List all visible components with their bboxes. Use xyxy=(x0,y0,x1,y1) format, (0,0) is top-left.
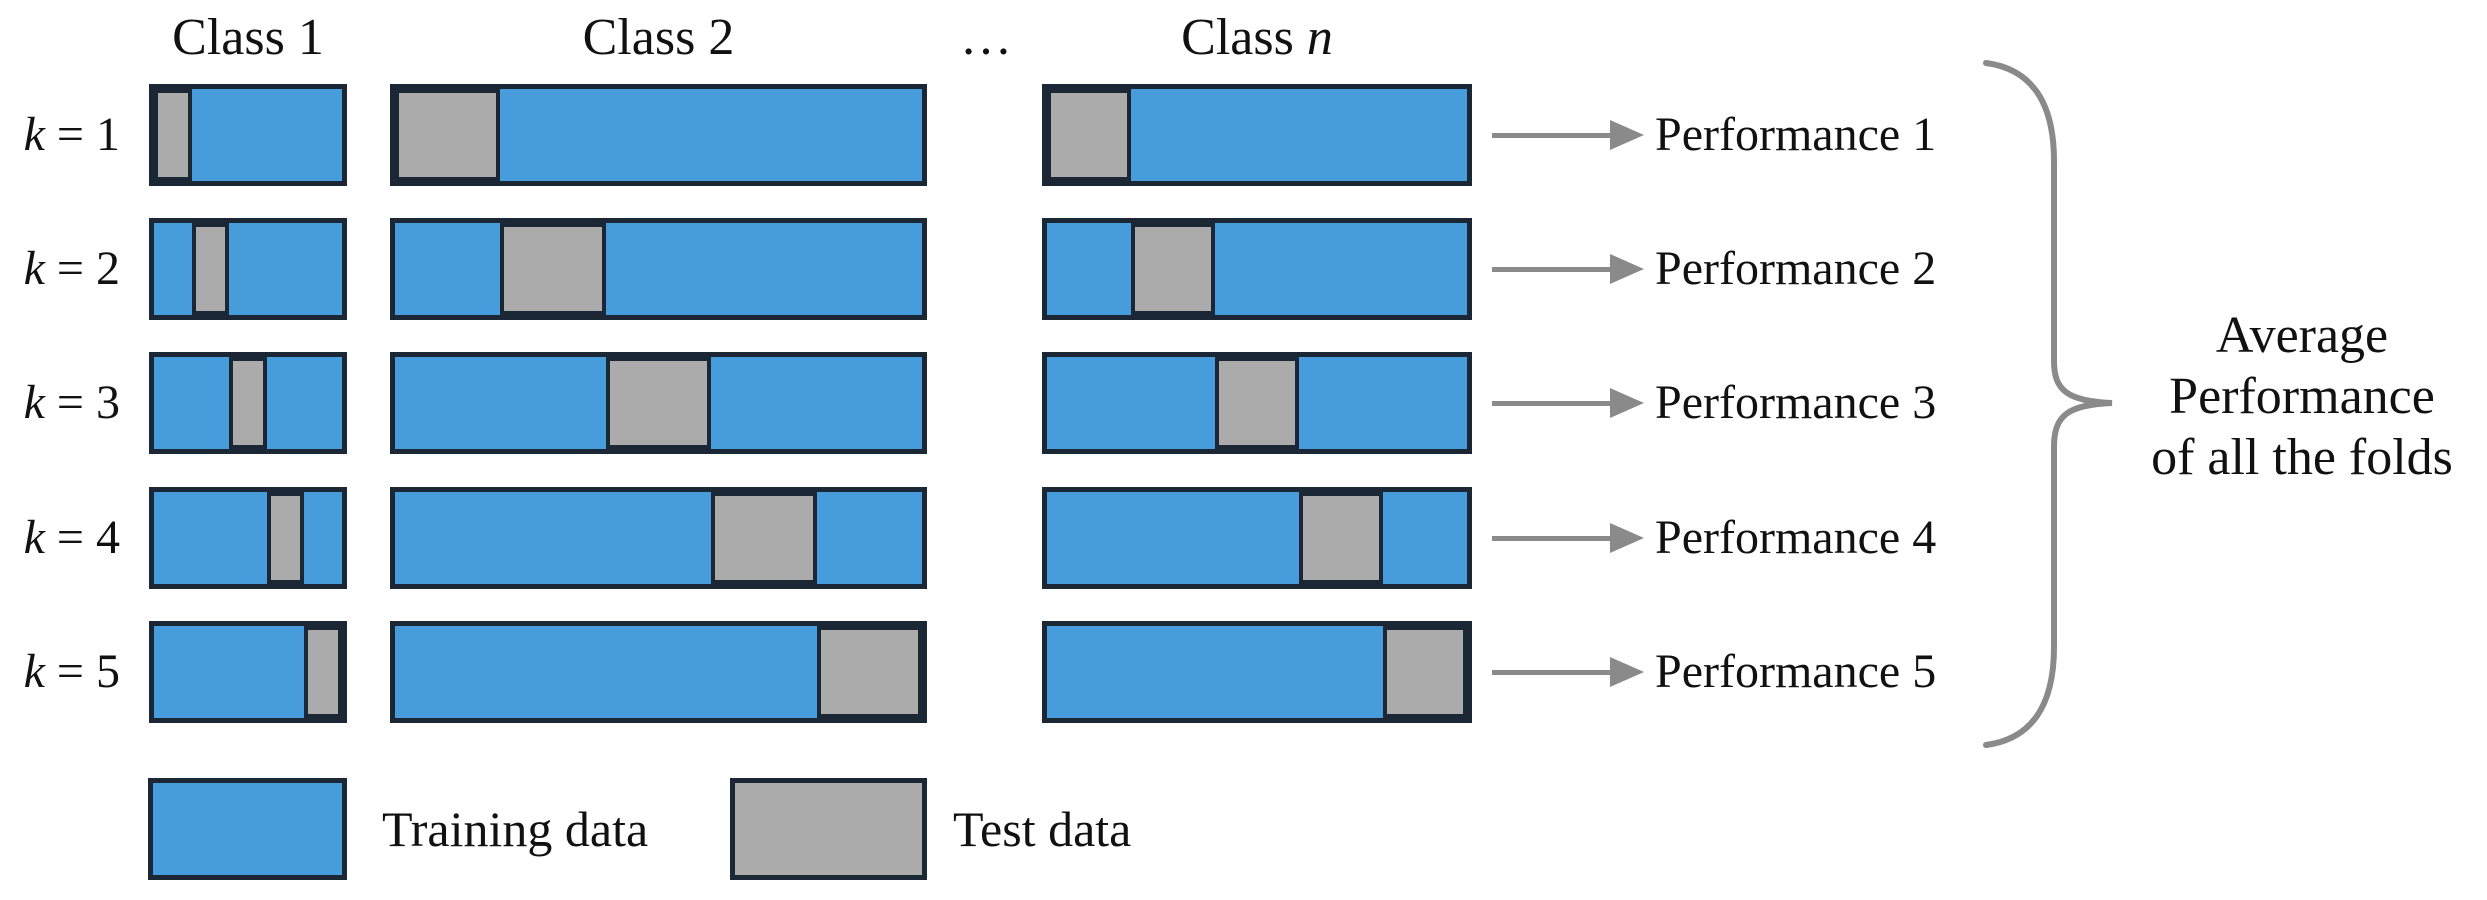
test-fold-segment xyxy=(1215,357,1299,449)
k-symbol: k xyxy=(23,242,45,295)
bar-class-n-row-3 xyxy=(1042,352,1472,454)
fold-row-4: k = 4 Performance 4 xyxy=(0,487,2487,589)
performance-label-5: Performance 5 xyxy=(1655,645,1937,698)
arrow-right-icon xyxy=(1492,657,1644,687)
test-fold-segment xyxy=(154,89,192,181)
fold-row-5: k = 5 Performance 5 xyxy=(0,621,2487,723)
k-label-4: k = 4 xyxy=(0,487,120,589)
performance-label-1: Performance 1 xyxy=(1655,108,1937,161)
arrow-shaft xyxy=(1492,133,1610,138)
test-fold-segment xyxy=(711,492,817,584)
k-label-5: k = 5 xyxy=(0,621,120,723)
test-fold-segment xyxy=(1131,223,1215,315)
arrow-head xyxy=(1610,254,1644,284)
bar-class-1-row-5 xyxy=(149,621,347,723)
test-fold-segment xyxy=(395,89,501,181)
k-symbol: k xyxy=(23,376,45,429)
arrow-right-icon xyxy=(1492,388,1644,418)
column-header-class-2: Class 2 xyxy=(582,9,735,66)
arrow-right-icon xyxy=(1492,120,1644,150)
fold-row-2: k = 2 Performance 2 xyxy=(0,218,2487,320)
arrow-shaft xyxy=(1492,536,1610,541)
test-fold-segment xyxy=(191,223,230,315)
test-fold-segment xyxy=(816,626,922,718)
test-fold-segment xyxy=(605,357,712,449)
fold-row-3: k = 3 Performance 3 xyxy=(0,352,2487,454)
legend-test-swatch xyxy=(730,778,927,880)
bar-class-n-row-1 xyxy=(1042,84,1472,186)
bar-class-n-row-4 xyxy=(1042,487,1472,589)
bar-class-1-row-4 xyxy=(149,487,347,589)
annotation-line-2: Performance xyxy=(2169,368,2435,425)
k-value: = 2 xyxy=(44,242,120,295)
bar-class-1-row-1 xyxy=(149,84,347,186)
arrow-head xyxy=(1610,120,1644,150)
test-fold-segment xyxy=(1299,492,1383,584)
arrow-head xyxy=(1610,523,1644,553)
arrow-right-icon xyxy=(1492,254,1644,284)
class-n-symbol: n xyxy=(1306,9,1333,66)
k-symbol: k xyxy=(23,645,45,698)
test-fold-segment xyxy=(304,626,342,718)
curly-brace-right-icon xyxy=(1983,60,2113,748)
k-label-2: k = 2 xyxy=(0,218,120,320)
fold-row-1: k = 1 Performance 1 xyxy=(0,84,2487,186)
k-value: = 5 xyxy=(44,645,120,698)
test-fold-segment xyxy=(500,223,606,315)
arrow-shaft xyxy=(1492,401,1610,406)
performance-label-3: Performance 3 xyxy=(1655,376,1937,429)
test-fold-segment xyxy=(1383,626,1467,718)
bar-class-n-row-2 xyxy=(1042,218,1472,320)
arrow-right-icon xyxy=(1492,523,1644,553)
k-symbol: k xyxy=(23,511,45,564)
legend-test-label: Test data xyxy=(953,801,1132,857)
legend-training-swatch xyxy=(148,778,347,880)
column-header-class-1: Class 1 xyxy=(172,9,324,66)
test-fold-segment xyxy=(229,357,267,449)
arrow-head xyxy=(1610,657,1644,687)
performance-label-2: Performance 2 xyxy=(1655,242,1937,295)
test-fold-segment xyxy=(266,492,305,584)
bar-class-n-row-5 xyxy=(1042,621,1472,723)
k-value: = 4 xyxy=(44,511,120,564)
bar-class-2-row-3 xyxy=(390,352,927,454)
bar-class-1-row-2 xyxy=(149,218,347,320)
arrow-shaft xyxy=(1492,670,1610,675)
annotation-line-3: of all the folds xyxy=(2151,429,2453,486)
class-n-prefix: Class xyxy=(1181,9,1307,66)
k-label-1: k = 1 xyxy=(0,84,120,186)
arrow-shaft xyxy=(1492,267,1610,272)
ellipsis-between-classes: … xyxy=(960,9,1012,66)
arrow-head xyxy=(1610,388,1644,418)
bar-class-2-row-5 xyxy=(390,621,927,723)
k-value: = 1 xyxy=(44,108,120,161)
bar-class-2-row-4 xyxy=(390,487,927,589)
bar-class-1-row-3 xyxy=(149,352,347,454)
k-label-3: k = 3 xyxy=(0,352,120,454)
test-fold-segment xyxy=(1047,89,1131,181)
k-value: = 3 xyxy=(44,376,120,429)
bar-class-2-row-2 xyxy=(390,218,927,320)
performance-label-4: Performance 4 xyxy=(1655,511,1937,564)
annotation-line-1: Average xyxy=(2215,307,2389,364)
legend-training-label: Training data xyxy=(382,801,649,857)
average-performance-annotation: Average Performance of all the folds xyxy=(2110,305,2487,488)
bar-class-2-row-1 xyxy=(390,84,927,186)
column-header-class-n: Class n xyxy=(1042,8,1472,68)
k-symbol: k xyxy=(23,108,45,161)
